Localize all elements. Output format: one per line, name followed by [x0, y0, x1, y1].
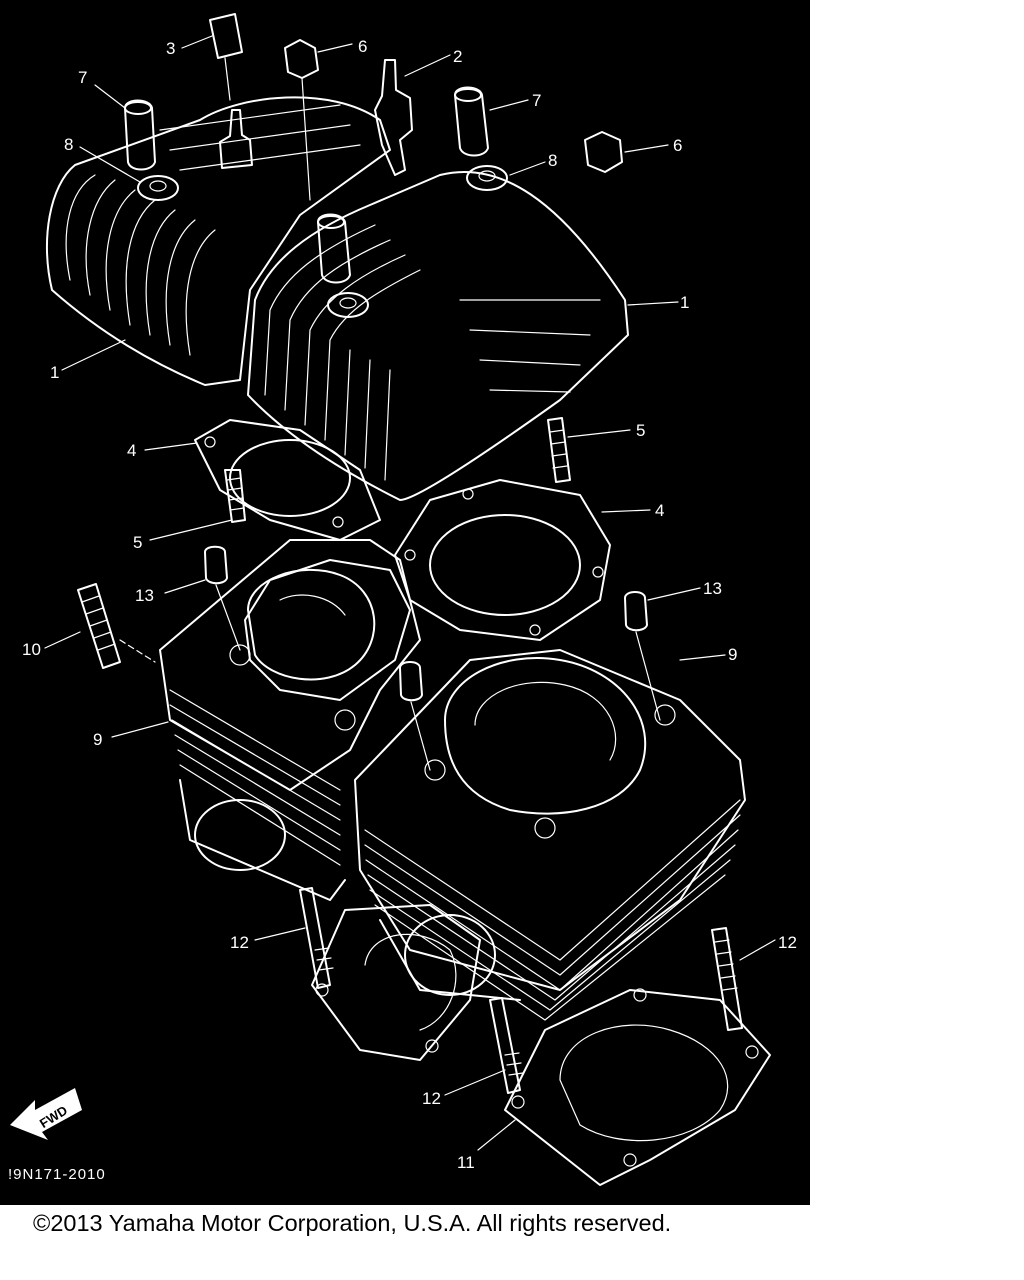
callout-4-right: 4 [655, 501, 664, 520]
long-stud-left [299, 887, 334, 989]
callout-1-left: 1 [50, 363, 59, 382]
stud-bolt [77, 583, 156, 669]
spark-plug-rear [219, 109, 253, 169]
dowel-center [399, 661, 431, 771]
callout-8-right: 8 [548, 151, 557, 170]
cylinder-left [159, 539, 421, 901]
leader-lines [44, 35, 776, 1151]
callout-6-left: 6 [358, 37, 367, 56]
callout-1-right: 1 [680, 293, 689, 312]
callout-12-right: 12 [778, 933, 797, 952]
drawing-code: !9N171-2010 [8, 1166, 106, 1183]
stud-left [224, 469, 246, 523]
callout-12-lower: 12 [422, 1089, 441, 1108]
diagram-drawing: 3 6 2 7 7 8 8 6 1 1 4 5 4 5 13 13 10 9 9… [8, 13, 797, 1186]
head-gasket-right [394, 479, 611, 641]
washer-right [466, 165, 508, 191]
callout-6-right: 6 [673, 136, 682, 155]
callout-13-right: 13 [703, 579, 722, 598]
callout-7-right: 7 [532, 91, 541, 110]
nut-left [284, 39, 319, 201]
washer-left [137, 175, 179, 201]
callout-9-right: 9 [728, 645, 737, 664]
callout-11: 11 [457, 1153, 475, 1172]
nut-right [584, 131, 623, 173]
cylinder-head-right [247, 170, 629, 501]
callout-5-left: 5 [133, 533, 142, 552]
exploded-parts-diagram: 3 6 2 7 7 8 8 6 1 1 4 5 4 5 13 13 10 9 9… [0, 0, 810, 1205]
long-stud-center [489, 997, 524, 1094]
fwd-arrow-icon: FWD [10, 1088, 82, 1140]
callout-5-right: 5 [636, 421, 645, 440]
callout-10: 10 [22, 640, 41, 659]
cylinder-right [354, 649, 746, 1021]
washer-center [327, 292, 369, 318]
spark-plug-front [374, 59, 413, 176]
collar-center [317, 213, 351, 284]
dowel-right [624, 591, 661, 721]
callout-3: 3 [166, 39, 175, 58]
stud-right [547, 417, 571, 483]
callout-labels: 3 6 2 7 7 8 8 6 1 1 4 5 4 5 13 13 10 9 9… [22, 37, 797, 1172]
base-gasket-front [504, 988, 771, 1186]
callout-8-left: 8 [64, 135, 73, 154]
callout-4-left: 4 [127, 441, 136, 460]
head-gasket-left [194, 419, 381, 541]
long-stud-right [711, 927, 743, 1031]
plug-cap [209, 13, 243, 101]
callout-2: 2 [453, 47, 462, 66]
cylinder-top-gasket [244, 559, 411, 701]
collar-right [454, 86, 489, 157]
base-gasket-rear [311, 904, 481, 1061]
dowel-left [204, 545, 241, 651]
collar-left [124, 99, 156, 171]
cylinder-head-left [46, 96, 391, 386]
callout-7-left: 7 [78, 68, 87, 87]
callout-13-left: 13 [135, 586, 154, 605]
callout-9-left: 9 [93, 730, 102, 749]
copyright-notice: ©2013 Yamaha Motor Corporation, U.S.A. A… [33, 1210, 672, 1236]
callout-12-upper: 12 [230, 933, 249, 952]
